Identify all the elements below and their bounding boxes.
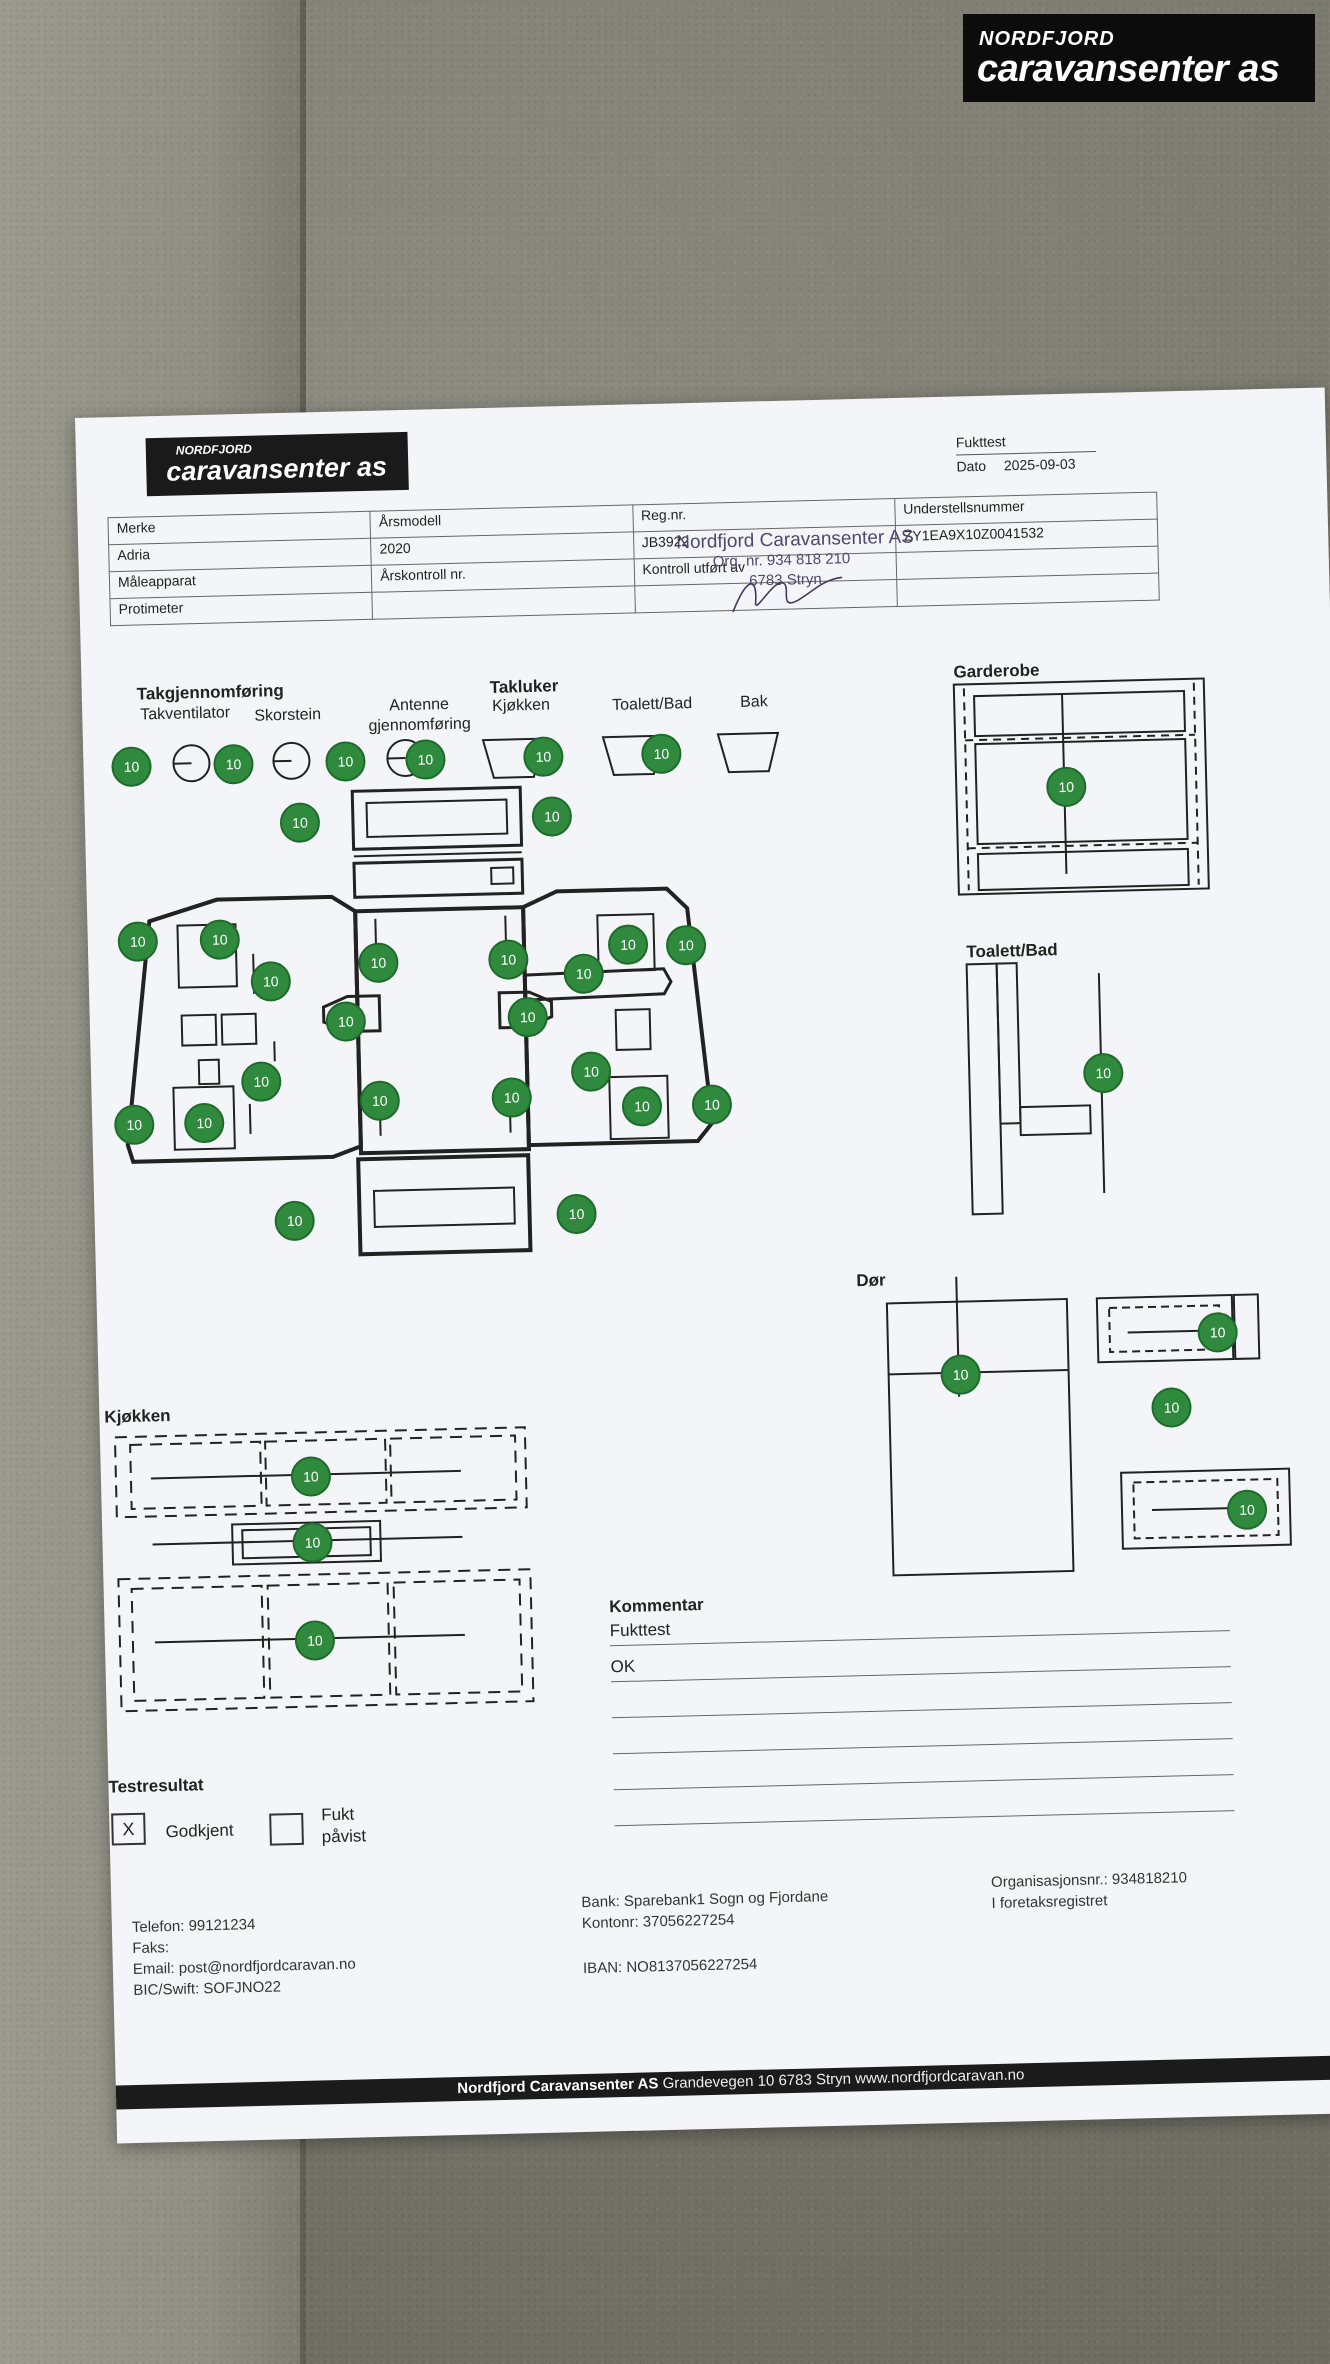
footer-bank: Bank: Sparebank1 Sogn og Fjordane Konton…	[581, 1886, 830, 1979]
company-stamp: Nordfjord Caravansenter AS Org. nr. 934 …	[676, 527, 915, 613]
kommentar-line-1: Fukttest	[609, 1619, 671, 1641]
testresultat-title: Testresultat	[108, 1775, 204, 1797]
godkjent-checkbox[interactable]: X	[111, 1812, 146, 1846]
kommentar-title: Kommentar	[608, 1594, 704, 1617]
brand-logo-top: NORDFJORD	[979, 28, 1115, 50]
document-sheet: NORDFJORD caravansenter as Fukttest Dato…	[75, 387, 1330, 2144]
brand-logo-main: caravansenter as	[977, 48, 1280, 90]
paper: NORDFJORD caravansenter as Fukttest Dato…	[75, 387, 1330, 2144]
godkjent-label: Godkjent	[165, 1820, 234, 1842]
kommentar-line-2: OK	[610, 1656, 636, 1677]
footer-bar-address: Grandevegen 10 6783 Stryn www.nordfjordc…	[662, 2066, 1025, 2093]
footer-org: Organisasjonsnr.: 934818210 I foretaksre…	[991, 1867, 1188, 1914]
fukt-pavist-checkbox[interactable]	[269, 1812, 304, 1846]
footer-contact: Telefon: 99121234 Faks: Email: post@nord…	[132, 1912, 357, 2001]
footer-bar-company: Nordfjord Caravansenter AS	[457, 2075, 659, 2098]
signature	[732, 576, 843, 613]
fukt-pavist-label: Fukt påvist	[320, 1804, 367, 1847]
brand-logo-overlay: NORDFJORD caravansenter as	[963, 14, 1315, 102]
